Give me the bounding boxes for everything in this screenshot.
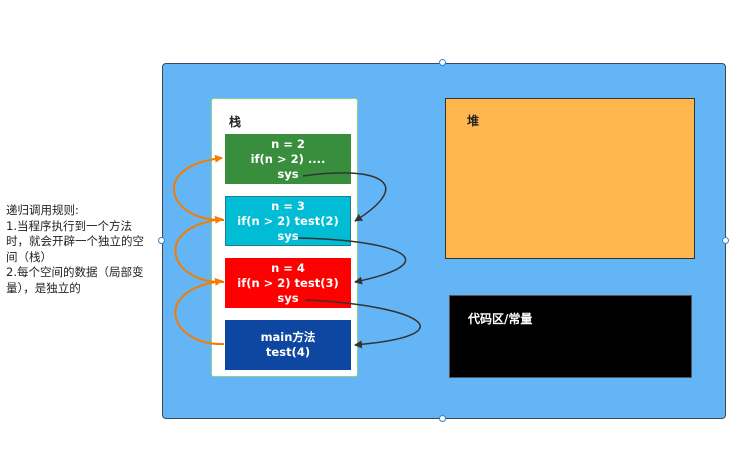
frame-line: sys (277, 290, 299, 305)
resize-handle-right[interactable] (722, 237, 729, 244)
call-arrow-n3-to-n2 (173, 154, 225, 222)
heap-box: 堆 (445, 98, 695, 259)
rules-line-1: 1.当程序执行到一个方法时，就会开辟一个独立的空间（栈） (6, 218, 144, 264)
frame-line: test(4) (265, 345, 311, 359)
stack-frame-n3: n = 3 if(n > 2) test(2) sys (225, 196, 351, 246)
return-arrow-n3-to-n4 (297, 237, 407, 285)
resize-handle-left[interactable] (158, 237, 165, 244)
stack-frame-n2: n = 2 if(n > 2) .... sys (225, 134, 351, 184)
rules-heading: 递归调用规则: (6, 203, 79, 217)
frame-line: n = 4 (271, 260, 305, 275)
frame-line: sys (277, 228, 299, 243)
resize-handle-bottom[interactable] (439, 415, 446, 422)
recursion-rules-note: 递归调用规则: 1.当程序执行到一个方法时，就会开辟一个独立的空间（栈） 2.每… (6, 203, 154, 296)
stack-frame-n4: n = 4 if(n > 2) test(3) sys (225, 258, 351, 308)
stack-title: 栈 (229, 115, 242, 129)
frame-line: if(n > 2) test(2) (237, 213, 339, 228)
return-arrow-n4-to-main (304, 299, 421, 349)
frame-line: n = 2 (271, 136, 305, 151)
heap-title: 堆 (467, 114, 480, 128)
call-arrow-main-to-n4 (174, 277, 225, 346)
rules-line-2: 2.每个空间的数据（局部变量），是独立的 (6, 265, 144, 295)
frame-line: sys (277, 166, 299, 181)
call-arrow-n4-to-n3 (174, 215, 225, 284)
frame-line: if(n > 2) test(3) (237, 275, 339, 290)
resize-handle-top[interactable] (439, 59, 446, 66)
stack-frame-main: main方法 test(4) (225, 320, 351, 370)
constant-area-box: 代码区/常量 (449, 295, 692, 378)
constant-area-title: 代码区/常量 (468, 312, 533, 326)
frame-line: main方法 (260, 330, 316, 344)
frame-line: if(n > 2) .... (250, 151, 326, 166)
frame-line: n = 3 (271, 198, 305, 213)
return-arrow-n2-to-n3 (302, 172, 387, 222)
